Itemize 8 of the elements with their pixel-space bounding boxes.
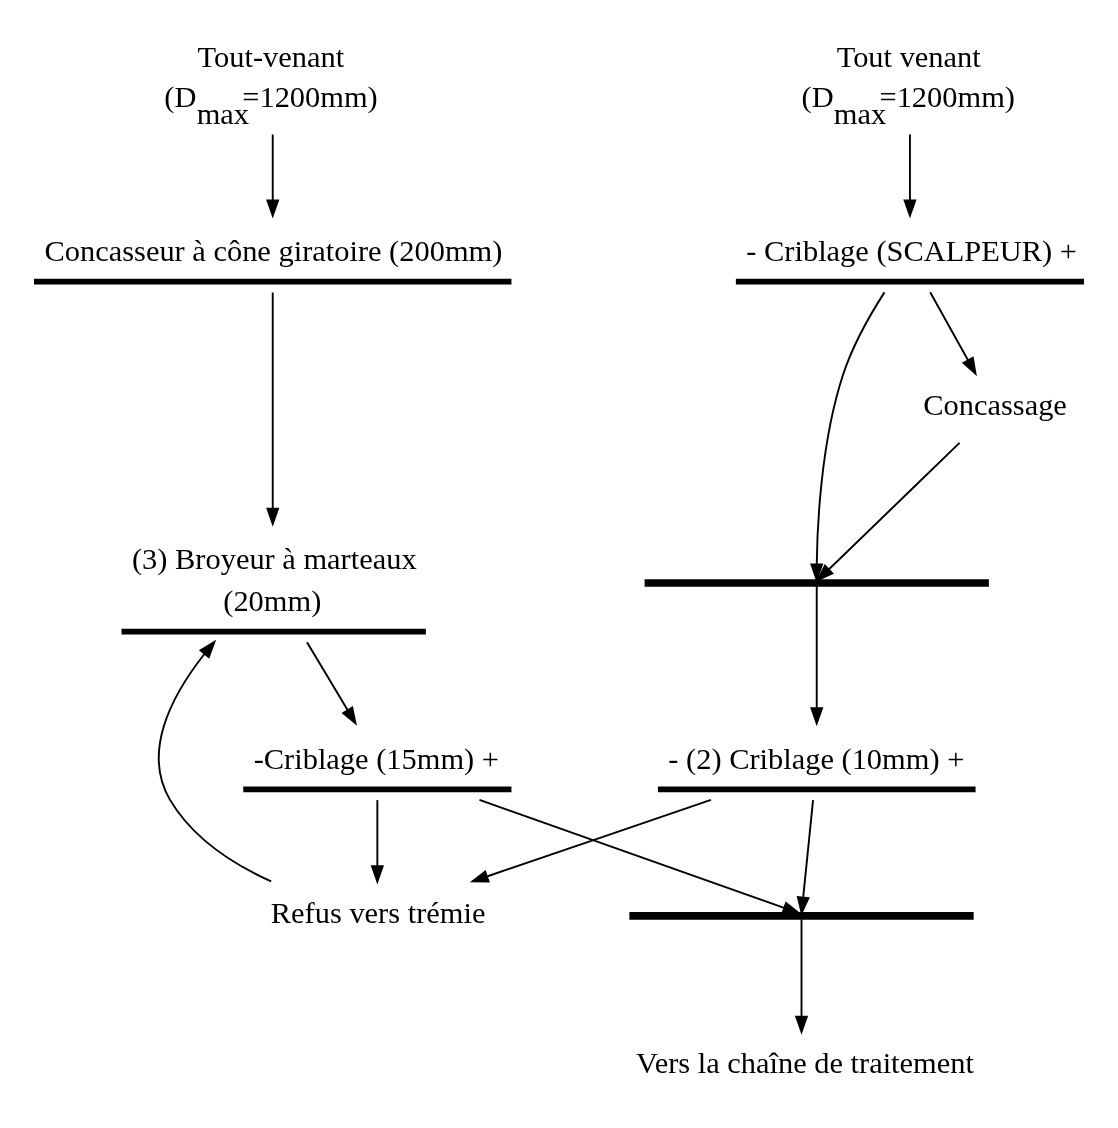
node-text: Concassage [923,388,1067,423]
node-text: - Criblage (SCALPEUR) + [746,234,1078,269]
node-text: -Criblage (15mm) + [253,742,499,777]
node-text: Refus vers trémie [270,896,486,931]
node-text: (3) Broyeur à marteaux (20mm) [131,542,417,619]
node-text: Concasseur à cône giratoire (200mm) [44,234,503,269]
node-text: Vers la chaîne de traitement [636,1046,974,1081]
node-text: - (2) Criblage (10mm) + [668,742,965,777]
